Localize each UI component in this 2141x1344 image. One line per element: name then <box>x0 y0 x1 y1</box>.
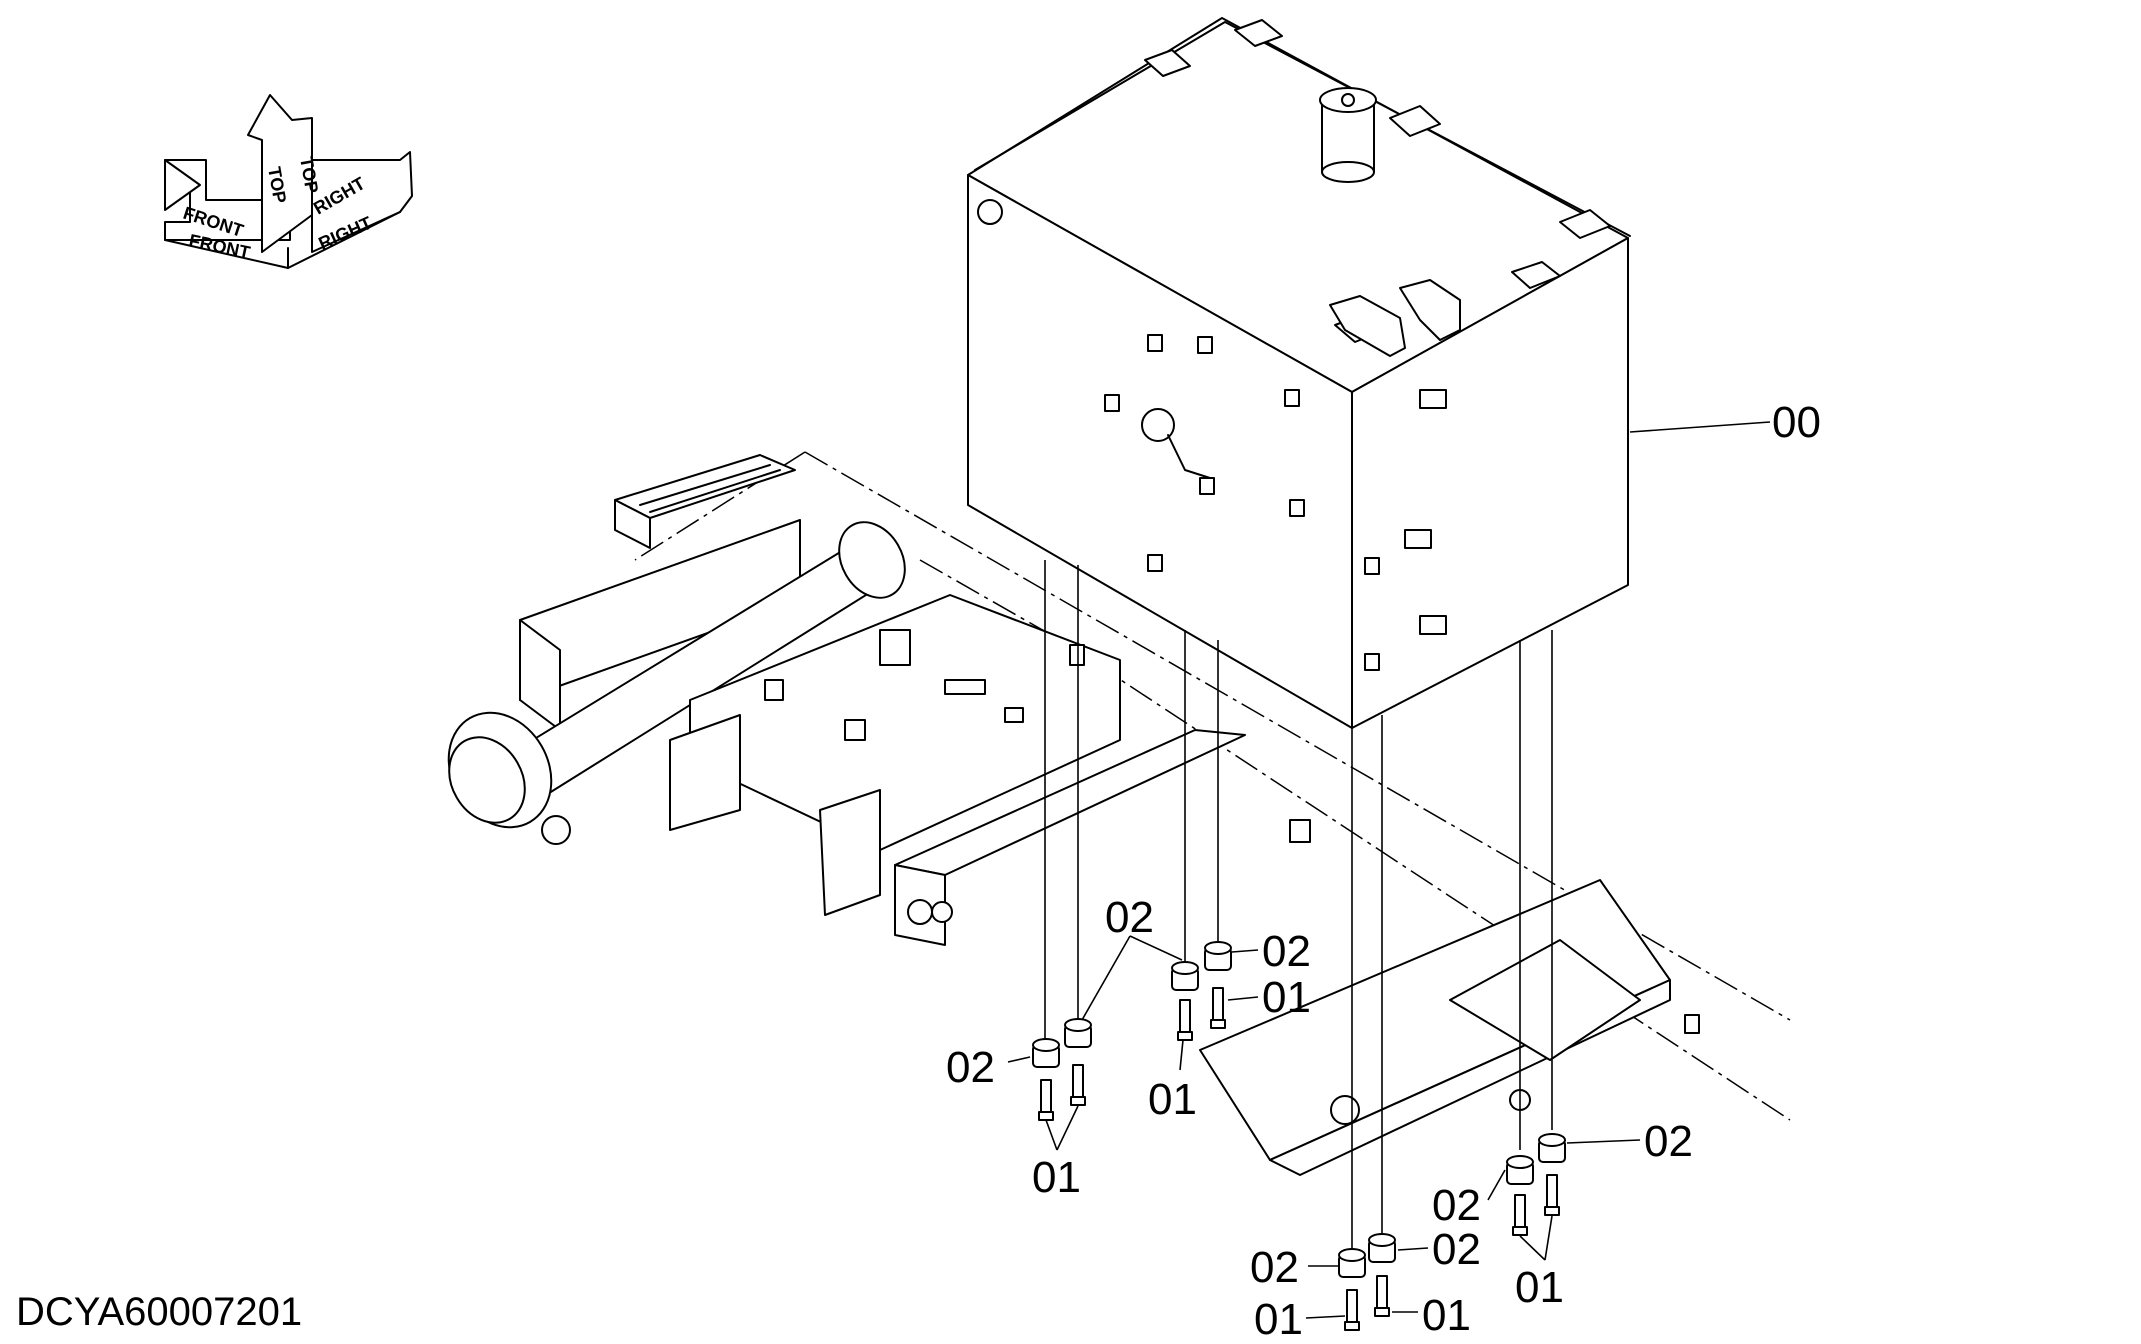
spacers <box>1032 941 1566 1278</box>
callout-00: 00 <box>1772 398 1821 447</box>
bolt <box>1177 999 1193 1041</box>
callout-leaders <box>1007 935 1641 1319</box>
bolt <box>1544 1174 1560 1216</box>
spacer <box>1171 961 1199 991</box>
bolt <box>1038 1079 1054 1121</box>
top-bracket <box>1329 295 1406 357</box>
callout-02: 02 <box>946 1043 995 1092</box>
spacer <box>1538 1133 1566 1163</box>
bolts <box>1038 987 1560 1331</box>
spacer <box>1064 1018 1092 1048</box>
side-rail <box>894 729 1246 946</box>
callout-01: 01 <box>1262 973 1311 1022</box>
frame-hole <box>1330 1095 1360 1125</box>
spacer <box>1032 1038 1060 1068</box>
callout-labels: 00 02 02 01 02 01 01 02 02 01 02 02 01 0… <box>946 398 1821 1344</box>
callout-01: 01 <box>1422 1291 1471 1340</box>
callout-02: 02 <box>1432 1181 1481 1230</box>
spacer <box>1338 1248 1366 1278</box>
callout-01: 01 <box>1254 1295 1303 1344</box>
pipe <box>447 521 906 845</box>
level-gauge <box>1141 408 1211 479</box>
filler-cap <box>1319 87 1377 183</box>
left-frame-assembly <box>447 454 1246 946</box>
front-face-clips <box>1104 334 1305 572</box>
callout-01: 01 <box>1148 1075 1197 1124</box>
callout-02: 02 <box>1262 927 1311 976</box>
callout-02: 02 <box>1432 1225 1481 1274</box>
orientation-indicator: FRONT FRONT TOP TOP RIGHT RIGHT <box>164 94 413 269</box>
drawing-id: DCYA60007201 <box>16 1290 302 1334</box>
plate-clips <box>764 629 1085 741</box>
right-face-clips <box>1364 389 1447 671</box>
spacer <box>1506 1155 1534 1185</box>
bolt <box>1210 987 1226 1029</box>
callout-01: 01 <box>1515 1263 1564 1312</box>
spacer <box>1368 1233 1396 1263</box>
step-plate <box>614 454 796 519</box>
bolt <box>1374 1275 1390 1317</box>
right-arrow <box>311 151 413 253</box>
tank-right-face <box>1351 237 1629 729</box>
drop-lines <box>1044 560 1553 1250</box>
spacer <box>1204 941 1232 971</box>
hydraulic-tank <box>967 17 1771 729</box>
callout-02: 02 <box>1105 893 1154 942</box>
side-plug <box>977 199 1003 225</box>
bolt <box>1344 1289 1360 1331</box>
top-bracket-2 <box>1399 279 1461 341</box>
bolt <box>1512 1194 1528 1236</box>
callout-01: 01 <box>1032 1153 1081 1202</box>
callout-02: 02 <box>1250 1243 1299 1292</box>
callout-02: 02 <box>1644 1117 1693 1166</box>
tank-leader <box>1629 421 1771 433</box>
bolt <box>1070 1064 1086 1106</box>
front-arrow-head <box>164 159 201 211</box>
